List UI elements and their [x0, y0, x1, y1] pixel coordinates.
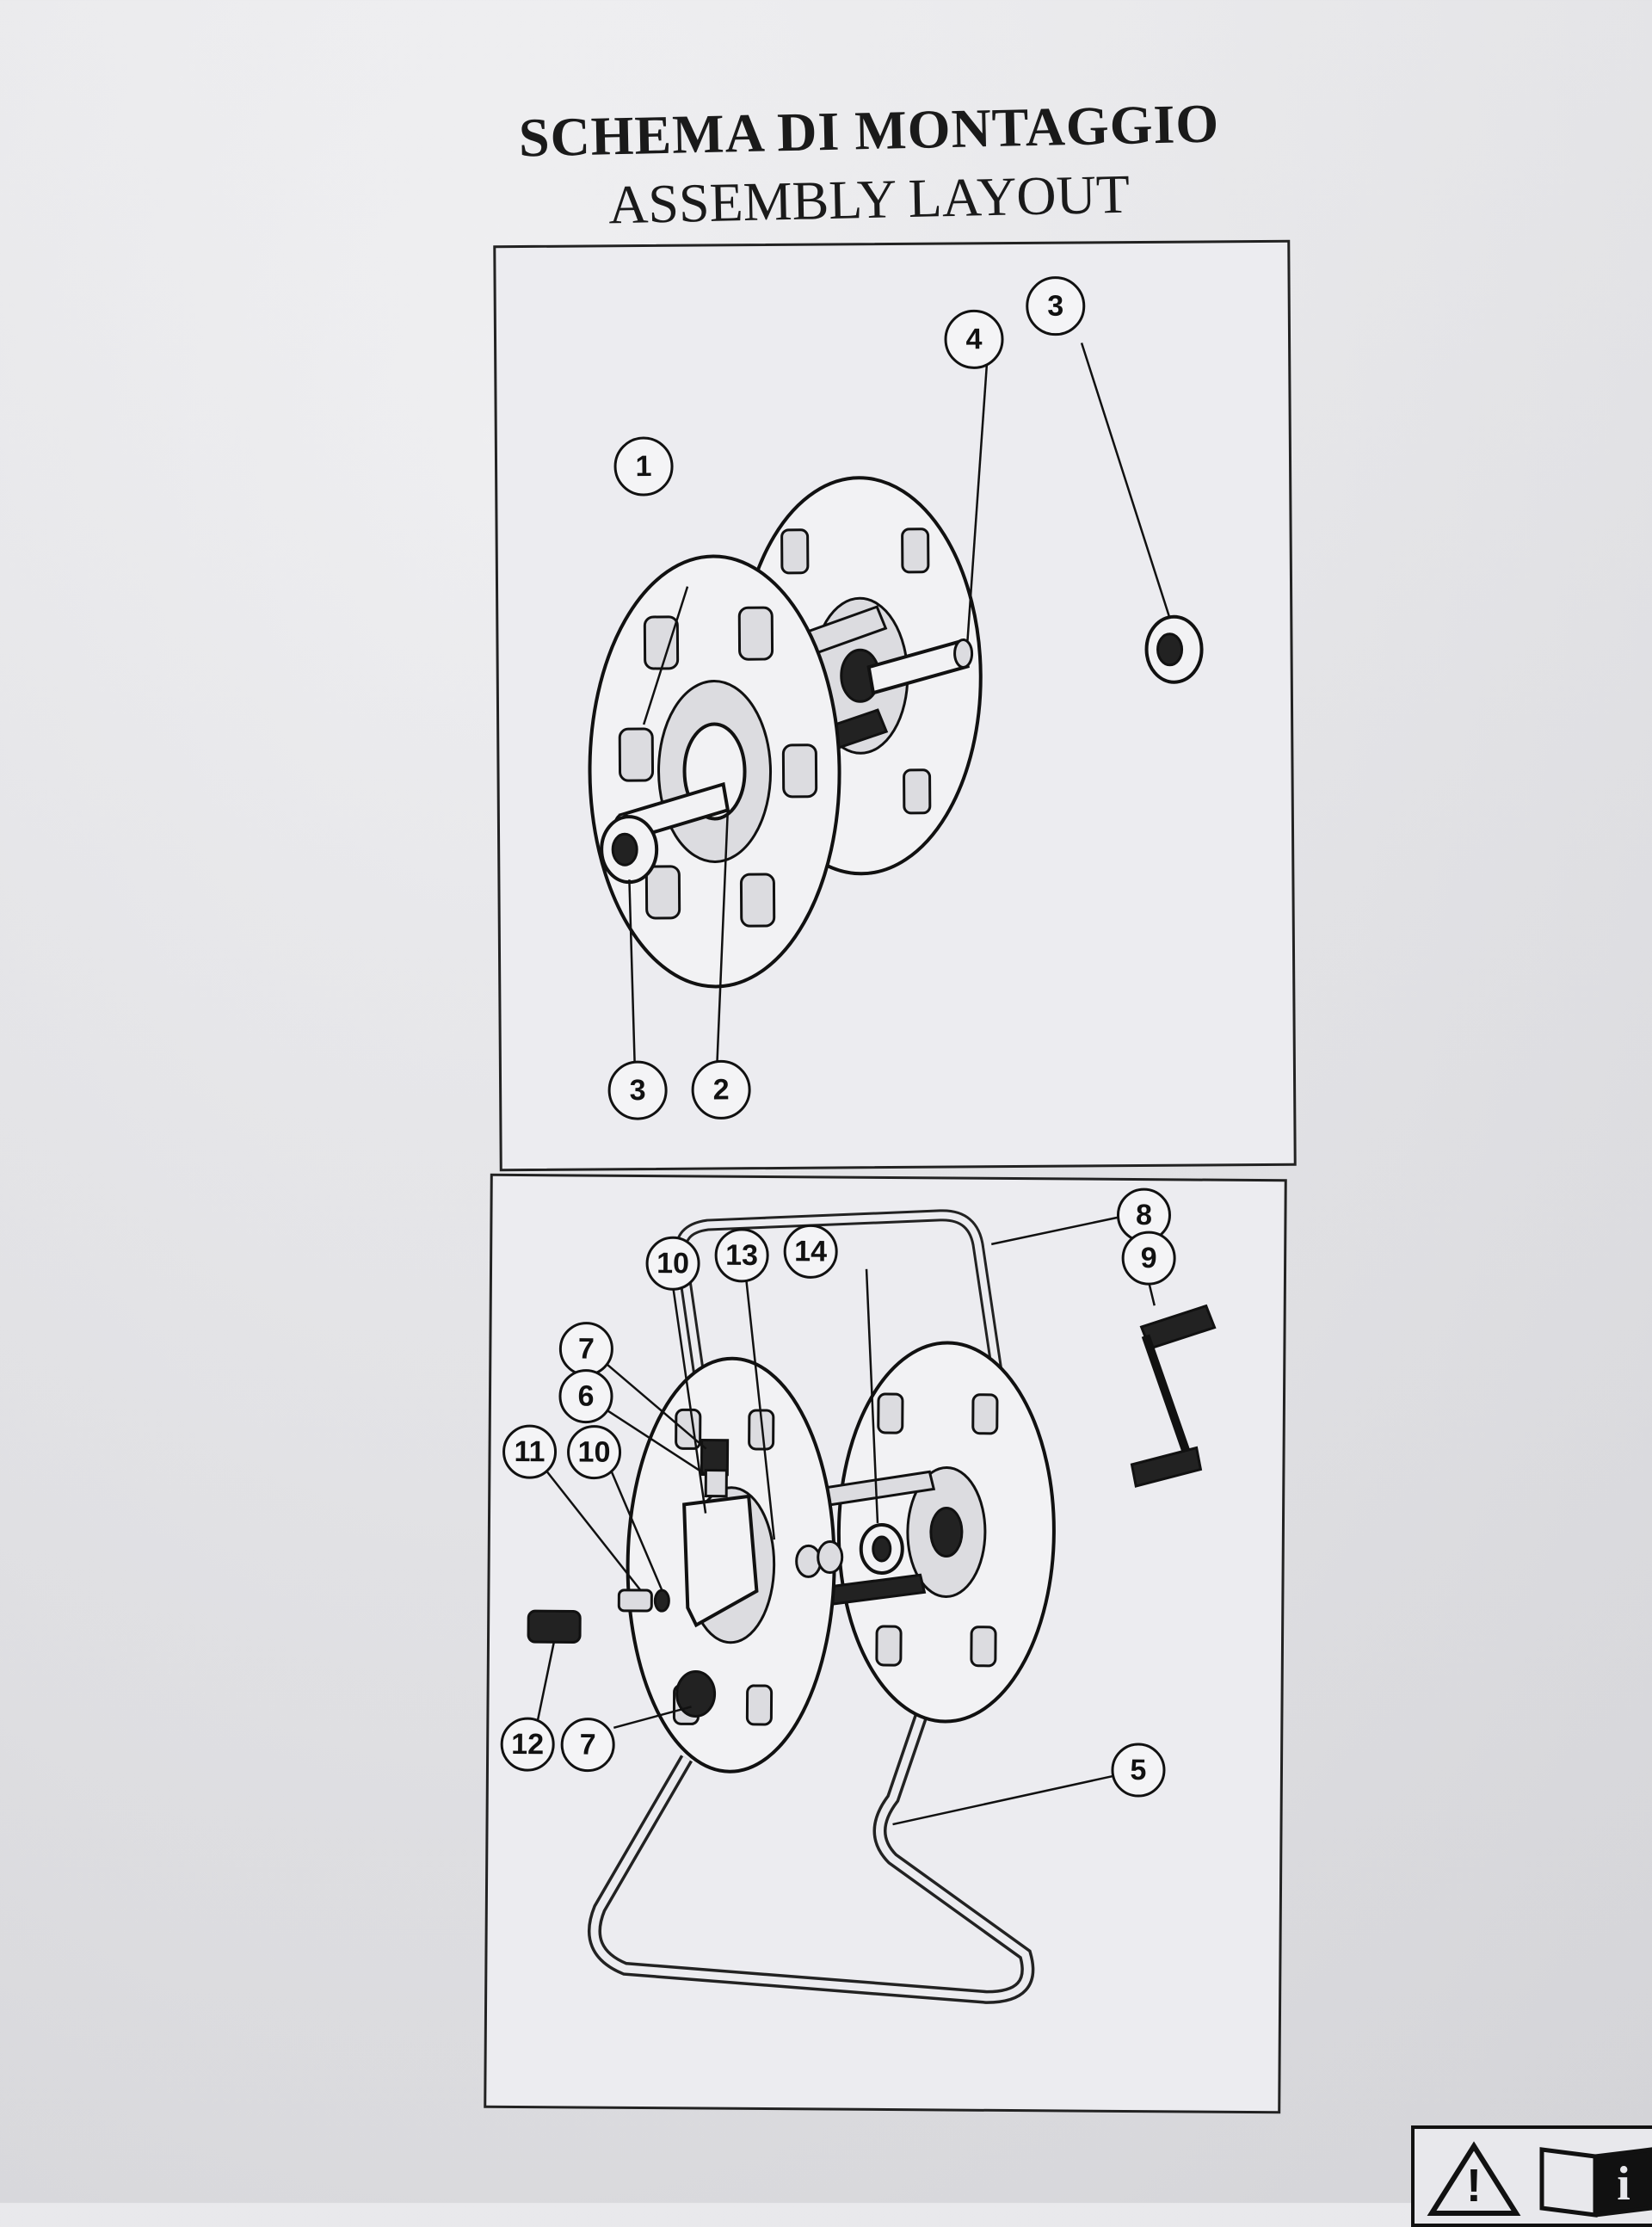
svg-text:9: 9 [1141, 1242, 1157, 1274]
callout-14: 14 [783, 1224, 838, 1279]
cart-assembly-diagram: 8 9 10 13 14 7 6 11 10 12 7 5 [500, 1188, 1217, 2004]
callout-7-top: 7 [558, 1322, 613, 1377]
svg-text:12: 12 [511, 1728, 544, 1761]
callout-11: 11 [502, 1424, 558, 1479]
front-disc [588, 554, 841, 989]
callout-10-top: 10 [645, 1236, 700, 1291]
svg-text:13: 13 [725, 1239, 758, 1272]
callout-3-right: 3 [1026, 276, 1086, 336]
svg-text:10: 10 [656, 1247, 689, 1280]
svg-text:3: 3 [1047, 290, 1063, 323]
callout-3-left: 3 [607, 1060, 668, 1120]
svg-text:7: 7 [580, 1729, 596, 1761]
nut-7-lower [675, 1669, 717, 1718]
read-manual-icon: i [1539, 2147, 1652, 2218]
svg-text:10: 10 [577, 1436, 610, 1469]
crank-handle [1130, 1304, 1217, 1488]
svg-text:11: 11 [514, 1435, 545, 1468]
svg-text:14: 14 [794, 1235, 827, 1268]
svg-text:2: 2 [713, 1073, 730, 1106]
svg-text:3: 3 [630, 1074, 646, 1107]
callout-2: 2 [691, 1059, 751, 1120]
rear-disc [836, 1341, 1056, 1724]
reel-exploded-diagram: 1 2 3 3 4 [588, 276, 1204, 1120]
svg-text:6: 6 [577, 1379, 594, 1412]
coupling-11 [617, 1589, 670, 1613]
callout-7-bottom: 7 [560, 1718, 615, 1773]
svg-text:1: 1 [635, 450, 651, 483]
callout-10-left: 10 [567, 1425, 622, 1480]
callout-12: 12 [500, 1717, 555, 1772]
svg-text:8: 8 [1136, 1199, 1152, 1231]
base-frame [587, 1693, 1035, 2004]
bottom-diagram-panel: 8 9 10 13 14 7 6 11 10 12 7 5 [484, 1173, 1287, 2114]
svg-text:7: 7 [578, 1332, 595, 1365]
inner-couplings [795, 1522, 904, 1578]
nut-left [600, 815, 659, 885]
safety-symbols-box: ! i [1411, 2125, 1652, 2227]
nut-right [1144, 614, 1204, 684]
callout-5: 5 [1111, 1743, 1166, 1798]
svg-text:4: 4 [965, 323, 982, 355]
callout-4: 4 [944, 309, 1004, 369]
callout-6: 6 [558, 1369, 613, 1424]
connector-12 [527, 1609, 582, 1644]
callout-9: 9 [1121, 1231, 1176, 1286]
axle-right [866, 638, 974, 695]
svg-text:i: i [1617, 2157, 1630, 2211]
callout-13: 13 [714, 1228, 769, 1283]
svg-text:5: 5 [1130, 1754, 1146, 1786]
svg-text:!: ! [1466, 2160, 1482, 2212]
hose-connector-body [682, 1438, 759, 1628]
warning-triangle-icon: ! [1427, 2141, 1521, 2216]
top-diagram-panel: 1 2 3 3 4 [493, 239, 1297, 1172]
callout-1: 1 [613, 436, 674, 497]
